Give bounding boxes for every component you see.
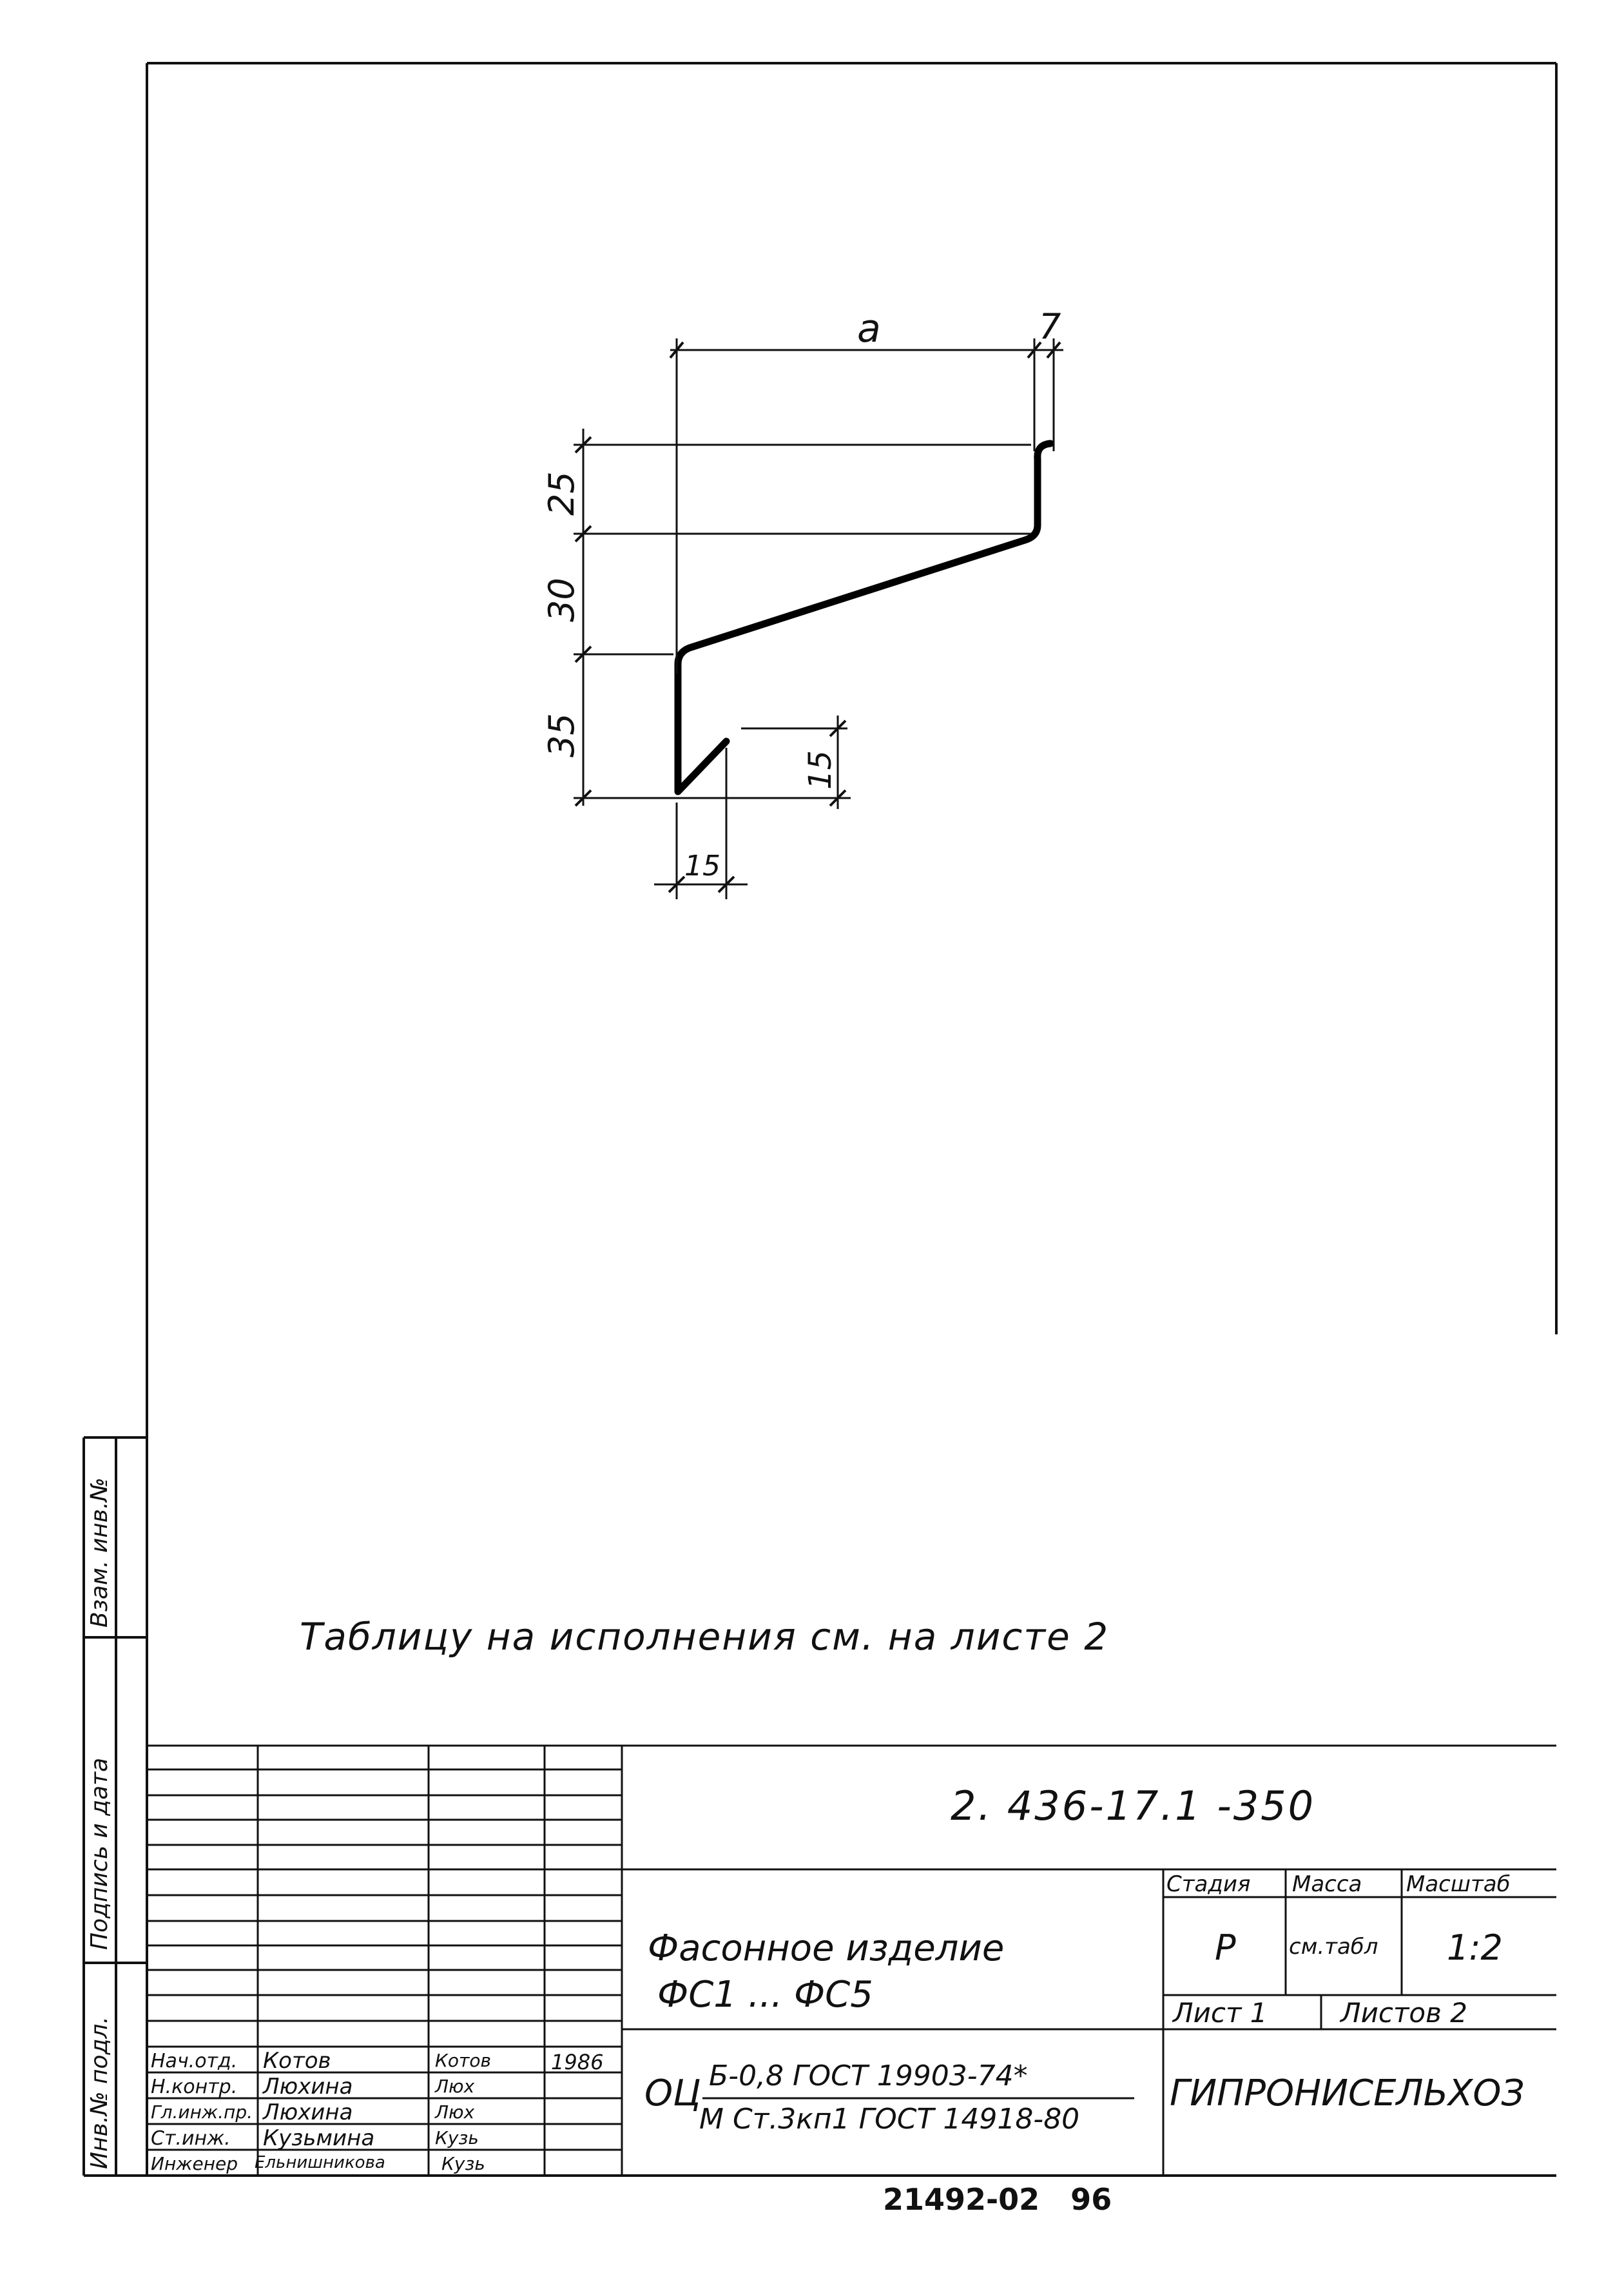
scale-value: 1:2 <box>1447 1927 1503 1968</box>
part-profile <box>674 440 1054 795</box>
footer-code: 21492-02 96 <box>883 2182 1112 2217</box>
sig-sign: Котов <box>435 2050 491 2071</box>
sig-name: Люхина <box>263 2074 353 2100</box>
frame <box>82 62 1558 2177</box>
sig-role: Н.контр. <box>151 2076 238 2098</box>
dim-label-hook-height: 15 <box>802 750 838 790</box>
sig-name: Ельнишникова <box>255 2153 385 2172</box>
header-mass: Масса <box>1292 1871 1362 1897</box>
material-bottom: М Ст.3кп1 ГОСТ 14918-80 <box>699 2103 1080 2136</box>
sig-role: Инженер <box>151 2153 238 2174</box>
part-name-line2: ФС1 ... ФС5 <box>657 1974 873 2016</box>
sig-sign: Кузь <box>435 2127 479 2148</box>
dim-label-hook-width: 15 <box>684 850 720 882</box>
dim-label-gap: 7 <box>1039 306 1061 347</box>
sheet-number: Лист 1 <box>1173 1997 1268 2029</box>
side-stamp-podpis-data: Подпись и дата <box>86 1757 113 1950</box>
doc-number: 2. 436-17.1 -350 <box>951 1782 1316 1829</box>
stage-value: Р <box>1215 1927 1236 1968</box>
sig-name: Котов <box>263 2048 331 2074</box>
sig-role: Ст.инж. <box>151 2127 231 2150</box>
dim-label-top: 25 <box>541 471 582 516</box>
material-prefix: ОЦ <box>644 2072 701 2114</box>
mass-value: см.табл <box>1289 1934 1378 1960</box>
material-top: Б-0,8 ГОСТ 19903-74* <box>709 2060 1028 2092</box>
sig-sign: Люх <box>435 2101 475 2123</box>
dimension-ticks <box>574 341 1061 893</box>
header-scale: Масштаб <box>1406 1871 1511 1897</box>
sig-sign: Люх <box>435 2076 475 2097</box>
sig-role: Гл.инж.пр. <box>151 2101 253 2123</box>
header-stage: Стадия <box>1166 1871 1251 1897</box>
dimension-lines <box>574 338 1063 899</box>
sig-sign: Кузь <box>441 2153 485 2174</box>
sig-role: Нач.отд. <box>151 2050 238 2072</box>
table-note: Таблицу на исполнения см. на листе 2 <box>300 1615 1110 1659</box>
side-stamp-vzam-inv: Взам. инв.№ <box>86 1477 113 1628</box>
sig-name: Кузьмина <box>263 2125 375 2151</box>
sig-name: Люхина <box>263 2100 353 2125</box>
dim-label-bottom: 35 <box>541 713 582 757</box>
dim-label-a: a <box>857 306 881 351</box>
title-block-grid <box>147 1744 1556 2176</box>
part-name-line1: Фасонное изделие <box>648 1927 1005 1969</box>
dim-label-middle: 30 <box>541 578 582 622</box>
side-stamp-inv-podl: Инв.№ подл. <box>86 2016 113 2169</box>
sheets-total: Листов 2 <box>1340 1997 1467 2029</box>
organization: ГИПРОНИСЕЛЬХОЗ <box>1170 2072 1525 2114</box>
sig-date: 1986 <box>551 2050 604 2074</box>
